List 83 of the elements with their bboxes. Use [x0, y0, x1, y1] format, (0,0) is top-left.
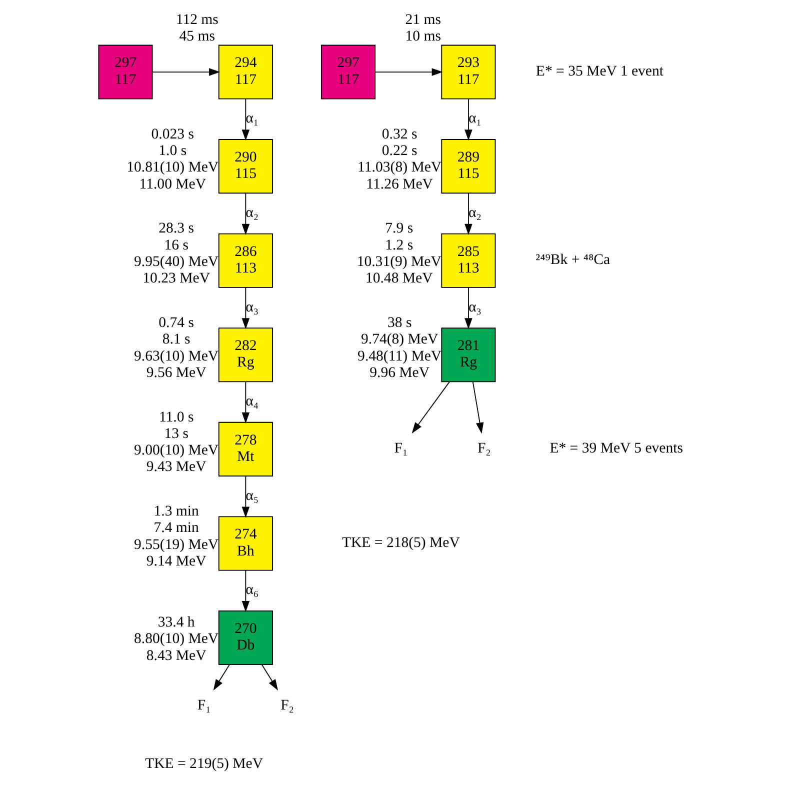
edge-label: α₃	[245, 299, 258, 316]
node-label: 21 ms	[404, 12, 441, 28]
arrow	[241, 192, 250, 235]
edge-label: α₁	[468, 110, 481, 127]
node-box: 270 Db	[218, 610, 272, 666]
arrow	[411, 381, 450, 434]
node-box: 282 Rg	[218, 328, 272, 382]
arrow	[241, 570, 250, 612]
node-label: 7.9 s	[384, 220, 413, 237]
node-label: 10 ms	[404, 28, 441, 44]
label: ²⁴⁹Bk + ⁴⁸Ca	[535, 252, 610, 268]
node-label: 10.48 MeV	[364, 270, 432, 287]
node-label: 9.56 MeV	[146, 364, 206, 381]
node-label: 10.81(10) MeV	[126, 160, 218, 176]
node-label: 38 s	[386, 314, 412, 331]
node-label: 10.23 MeV	[142, 270, 210, 287]
node-label: 9.96 MeV	[369, 364, 430, 381]
edge-label: α₂	[245, 204, 258, 221]
arrow	[241, 98, 250, 141]
arrow	[260, 664, 278, 690]
node-label: 112 ms	[175, 12, 218, 28]
node-label: 9.95(40) MeV	[134, 254, 218, 270]
node-box: 297 117	[320, 44, 376, 100]
node-text: F₂	[280, 698, 294, 714]
edge-label: α₂	[468, 204, 481, 221]
node-box: 281 Rg	[440, 328, 496, 382]
node-label: 9.63(10) MeV	[134, 348, 218, 364]
node-label: 13 s	[164, 426, 188, 442]
arrow	[241, 476, 250, 518]
arrow	[464, 192, 472, 235]
node-label: 0.22 s	[381, 143, 417, 160]
node-label: 8.1 s	[162, 332, 190, 348]
edge-label: α₆	[245, 582, 258, 598]
node-label: 9.55(19) MeV	[134, 536, 218, 553]
node-text: F₂	[476, 440, 490, 457]
arrow	[212, 664, 230, 690]
edge-label: α₄	[245, 394, 258, 410]
node-label: 0.32 s	[381, 126, 417, 142]
node-label: 7.4 min	[153, 520, 198, 536]
node-label: 8.43 MeV	[146, 648, 206, 664]
node-label: 1.2 s	[384, 237, 413, 254]
node-text: F₁	[394, 440, 408, 457]
label: TKE = 218(5) MeV	[341, 534, 460, 551]
node-text: F₁	[196, 698, 210, 714]
label: E* = 39 MeV 5 events	[549, 440, 682, 457]
node-label: 16 s	[164, 237, 188, 254]
node-label: 11.26 MeV	[366, 176, 432, 192]
node-label: 10.31(9) MeV	[356, 254, 441, 270]
node-label: 9.00(10) MeV	[134, 442, 218, 459]
arrow	[241, 287, 250, 330]
node-label: 11.00 MeV	[138, 176, 206, 192]
node-label: 1.3 min	[153, 504, 198, 520]
node-label: 9.14 MeV	[146, 553, 206, 570]
node-box: 286 113	[218, 233, 272, 288]
edge-label: α₃	[468, 299, 481, 316]
node-label: 28.3 s	[158, 220, 194, 237]
edge-label: α₅	[245, 488, 258, 504]
node-label: 8.80(10) MeV	[134, 631, 218, 648]
node-label: 45 ms	[178, 28, 215, 44]
arrow	[464, 287, 472, 330]
label: TKE = 219(5) MeV	[144, 756, 263, 772]
node-box: 289 115	[440, 139, 496, 194]
arrow	[464, 98, 472, 141]
node-box: 290 115	[218, 139, 272, 194]
arrow	[152, 68, 220, 76]
node-label: 9.74(8) MeV	[360, 332, 438, 348]
arrow	[374, 68, 442, 76]
node-label: 0.023 s	[150, 126, 194, 142]
node-label: 0.74 s	[158, 314, 194, 331]
arrow	[472, 381, 484, 434]
edge-label: α₁	[245, 110, 258, 127]
label: E* = 35 MeV 1 event	[535, 64, 663, 80]
node-label: 11.0 s	[158, 409, 194, 426]
node-label: 33.4 h	[157, 614, 194, 630]
node-box: 293 117	[440, 44, 496, 100]
node-label: 1.0 s	[158, 143, 186, 160]
node-box: 285 113	[440, 233, 496, 288]
node-box: 294 117	[218, 44, 272, 100]
arrow	[241, 381, 250, 424]
node-box: 274 Bh	[218, 516, 272, 571]
node-box: 297 117	[98, 44, 152, 100]
node-box: 278 Mt	[218, 422, 272, 476]
node-label: 9.43 MeV	[146, 459, 206, 476]
